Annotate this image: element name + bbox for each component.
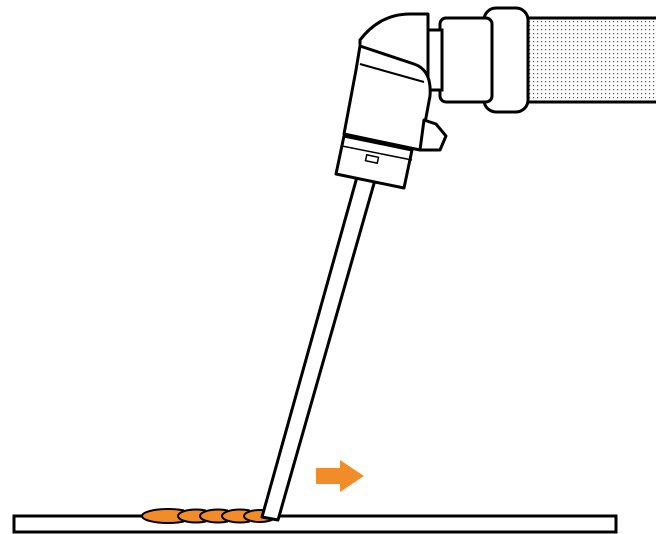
weld-bead [141, 508, 277, 524]
welding-torch-handle [334, 12, 448, 190]
travel-direction-arrow [316, 460, 364, 492]
base-plate [12, 514, 618, 534]
flexible-hose [426, 6, 656, 114]
